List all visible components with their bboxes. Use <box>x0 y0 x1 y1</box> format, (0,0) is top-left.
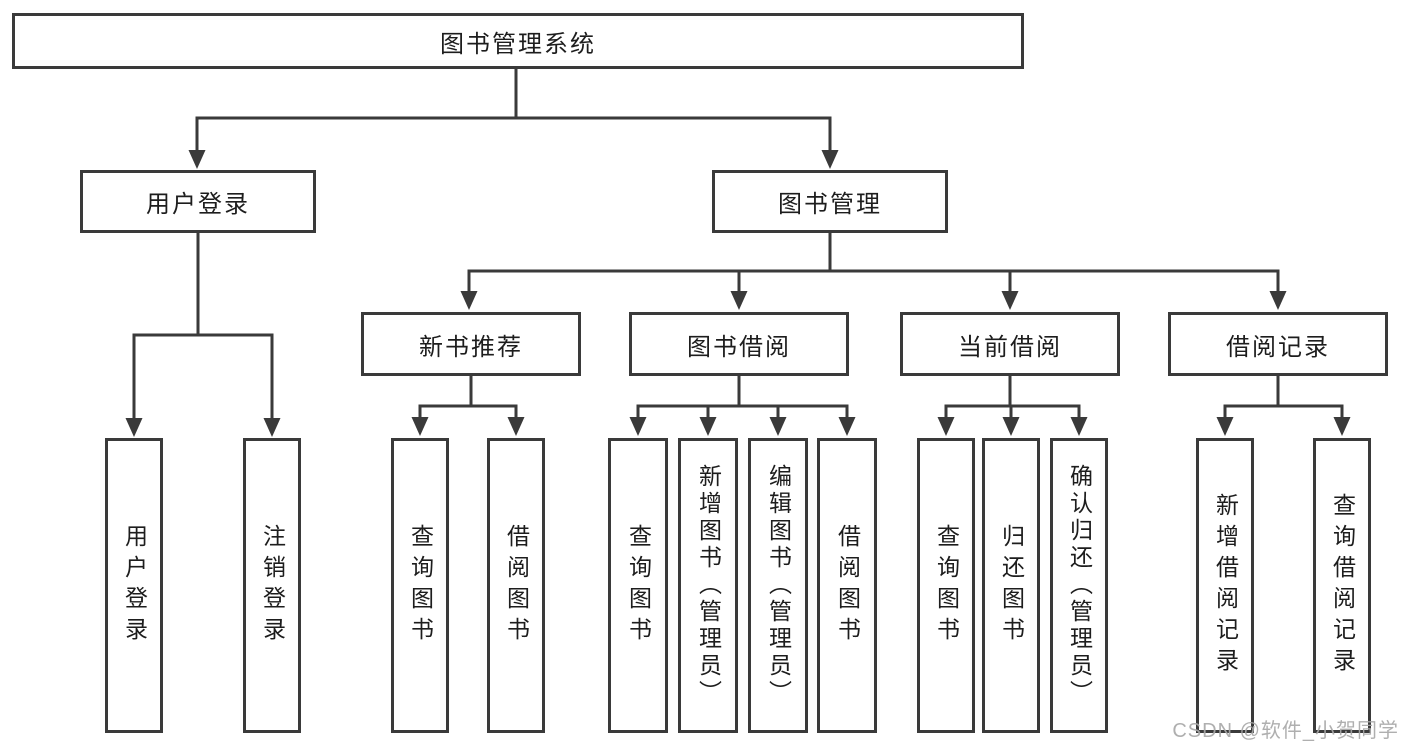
node-borrow-records-label: 借阅记录 <box>1226 333 1330 361</box>
leaf-add-book-admin: 新增图书（管理员） <box>678 438 738 733</box>
leaf-return-books: 归还图书 <box>982 438 1040 733</box>
node-user-login-label: 用户登录 <box>146 191 250 218</box>
watermark: CSDN @软件_小贺同学 <box>1172 720 1399 742</box>
arrow-down-icon <box>730 291 748 310</box>
leaf-query-books-recommend: 查询图书 <box>391 438 449 733</box>
arrow-down-icon <box>411 417 429 436</box>
node-new-book-recommend-label: 新书推荐 <box>419 333 523 361</box>
leaf-user-login: 用户登录 <box>105 438 163 733</box>
leaf-borrow-books-borrow: 借阅图书 <box>817 438 877 733</box>
leaf-logout-label: 注销登录 <box>259 523 286 648</box>
leaf-confirm-return-admin-label: 确认归还（管理员） <box>1066 464 1093 707</box>
leaf-add-book-admin-label: 新增图书（管理员） <box>695 464 722 707</box>
node-root: 图书管理系统 <box>12 13 1024 69</box>
node-borrow-records: 借阅记录 <box>1168 312 1388 376</box>
node-current-borrow-label: 当前借阅 <box>958 333 1062 361</box>
leaf-query-books-current-label: 查询图书 <box>933 523 960 648</box>
arrow-down-icon <box>460 291 478 310</box>
leaf-add-borrow-record: 新增借阅记录 <box>1196 438 1254 733</box>
leaf-confirm-return-admin: 确认归还（管理员） <box>1050 438 1108 733</box>
arrow-down-icon <box>188 150 206 169</box>
arrow-down-icon <box>1333 417 1351 436</box>
arrow-down-icon <box>629 417 647 436</box>
node-book-borrow: 图书借阅 <box>629 312 849 376</box>
node-new-book-recommend: 新书推荐 <box>361 312 581 376</box>
node-user-login: 用户登录 <box>80 170 316 233</box>
arrow-down-icon <box>507 417 525 436</box>
leaf-user-login-label: 用户登录 <box>121 523 148 648</box>
arrow-down-icon <box>1001 291 1019 310</box>
leaf-edit-book-admin-label: 编辑图书（管理员） <box>765 464 792 707</box>
leaf-borrow-books-recommend-label: 借阅图书 <box>503 523 530 648</box>
arrow-down-icon <box>1216 417 1234 436</box>
arrow-down-icon <box>838 417 856 436</box>
leaf-query-books-recommend-label: 查询图书 <box>407 523 434 648</box>
leaf-query-books-current: 查询图书 <box>917 438 975 733</box>
node-current-borrow: 当前借阅 <box>900 312 1120 376</box>
node-book-management-label: 图书管理 <box>778 191 882 218</box>
leaf-return-books-label: 归还图书 <box>998 523 1025 648</box>
arrow-down-icon <box>1269 291 1287 310</box>
leaf-add-borrow-record-label: 新增借阅记录 <box>1212 492 1239 679</box>
node-book-management: 图书管理 <box>712 170 948 233</box>
arrow-down-icon <box>125 418 143 437</box>
arrow-down-icon <box>821 150 839 169</box>
node-root-label: 图书管理系统 <box>440 30 596 58</box>
arrow-down-icon <box>769 417 787 436</box>
arrowheads <box>125 150 1351 437</box>
arrow-down-icon <box>1002 417 1020 436</box>
arrow-down-icon <box>263 418 281 437</box>
leaf-borrow-books-borrow-label: 借阅图书 <box>834 523 861 648</box>
arrow-down-icon <box>699 417 717 436</box>
arrow-down-icon <box>1070 417 1088 436</box>
arrow-down-icon <box>937 417 955 436</box>
leaf-logout: 注销登录 <box>243 438 301 733</box>
leaf-edit-book-admin: 编辑图书（管理员） <box>748 438 808 733</box>
leaf-query-books-borrow-label: 查询图书 <box>625 523 652 648</box>
leaf-query-borrow-record: 查询借阅记录 <box>1313 438 1371 733</box>
leaf-query-books-borrow: 查询图书 <box>608 438 668 733</box>
node-book-borrow-label: 图书借阅 <box>687 333 791 361</box>
leaf-query-borrow-record-label: 查询借阅记录 <box>1329 492 1356 679</box>
leaf-borrow-books-recommend: 借阅图书 <box>487 438 545 733</box>
